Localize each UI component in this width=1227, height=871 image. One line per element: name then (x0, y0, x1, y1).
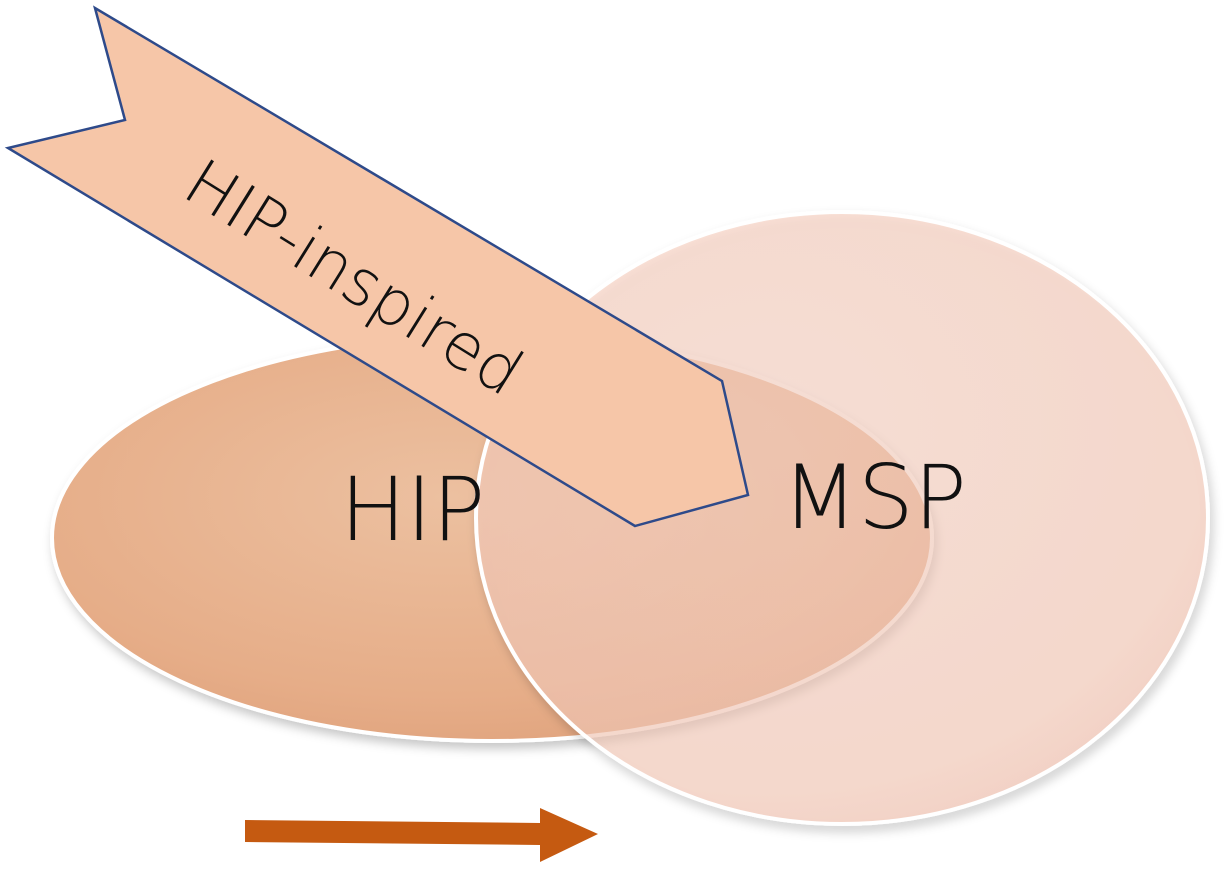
hip-set-label: HIP (340, 458, 485, 561)
hip-inspired-banner-arrow-icon (4, 5, 750, 528)
right-arrow-icon (245, 808, 598, 862)
msp-set-label: MSP (782, 446, 967, 549)
